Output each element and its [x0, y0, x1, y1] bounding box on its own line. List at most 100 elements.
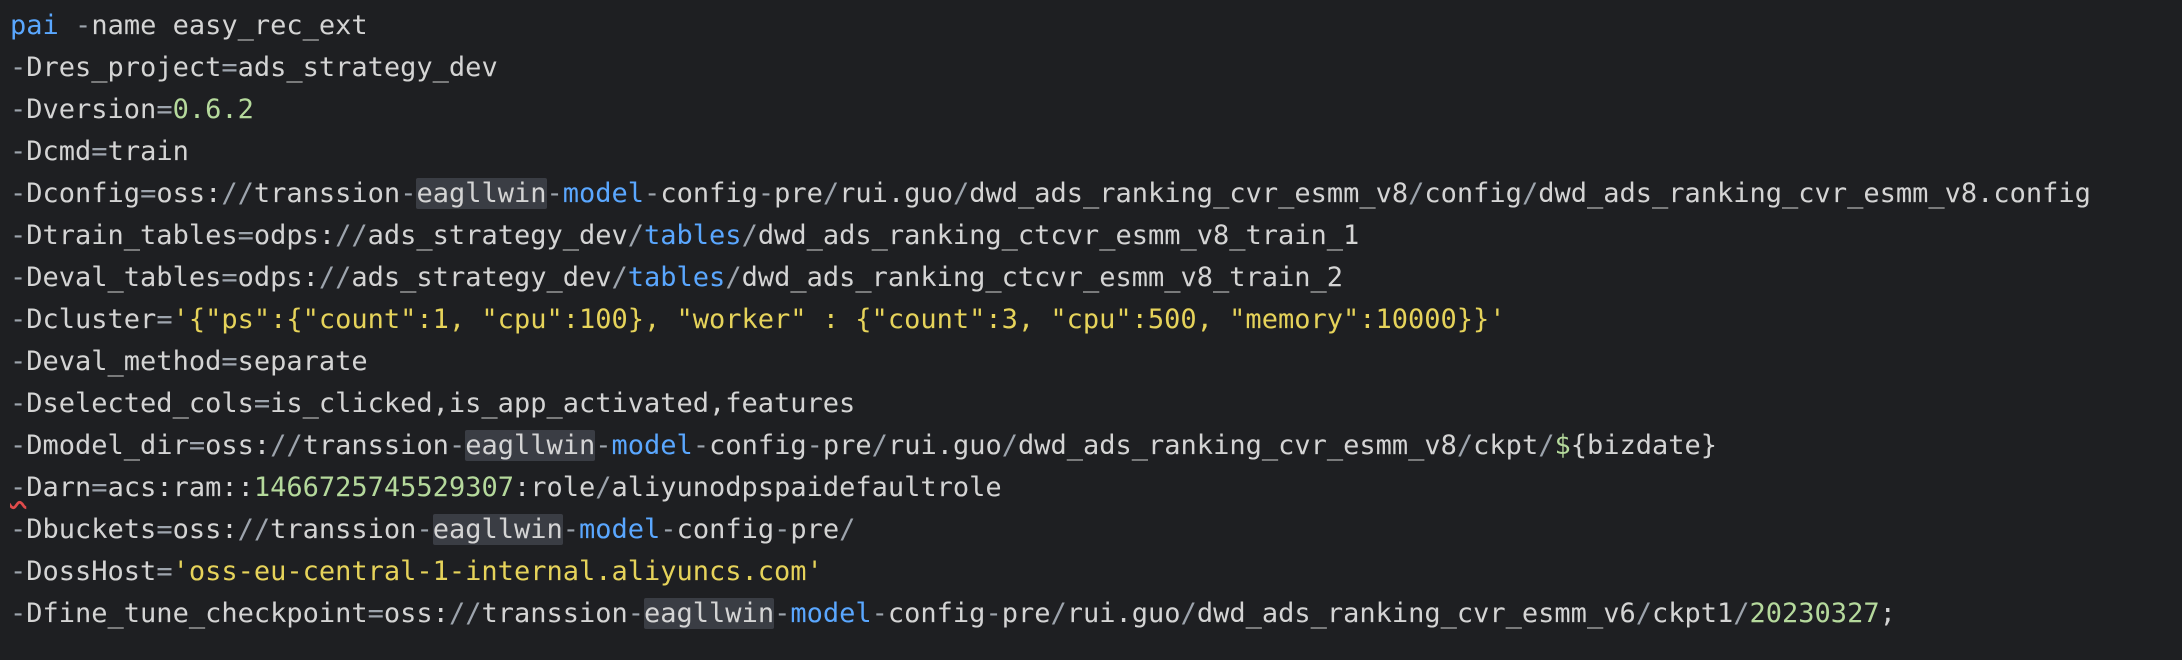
- highlighted-token: eagllwin: [465, 430, 596, 461]
- code-line[interactable]: pai -name easy_rec_ext: [0, 5, 2182, 47]
- code-token: -: [660, 514, 677, 545]
- code-token: =: [156, 94, 173, 125]
- code-line[interactable]: -Deval_method=separate: [0, 341, 2182, 383]
- code-token: /: [1001, 430, 1018, 461]
- code-token: model: [611, 430, 693, 461]
- code-line[interactable]: -Deval_tables=odps://ads_strategy_dev/ta…: [0, 257, 2182, 299]
- code-token: /: [1538, 430, 1555, 461]
- code-token: //: [318, 262, 352, 293]
- code-line[interactable]: -Dbuckets=oss://transsion-eagllwin-model…: [0, 509, 2182, 551]
- code-token: =: [237, 220, 254, 251]
- code-line[interactable]: -Dmodel_dir=oss://transsion-eagllwin-mod…: [0, 425, 2182, 467]
- code-line[interactable]: -Dres_project=ads_strategy_dev: [0, 47, 2182, 89]
- code-token: -: [10, 52, 27, 83]
- code-line[interactable]: -DossHost='oss-eu-central-1-internal.ali…: [0, 551, 2182, 593]
- code-token: dwd_ads_ranking_ctcvr_esmm_v8_train_1: [757, 220, 1360, 251]
- code-token: -: [595, 430, 612, 461]
- code-token: -: [75, 10, 92, 41]
- highlighted-token: eagllwin: [644, 598, 775, 629]
- code-token: pre: [822, 430, 872, 461]
- code-token: -: [10, 598, 27, 629]
- code-line[interactable]: -Dconfig=oss://transsion-eagllwin-model-…: [0, 173, 2182, 215]
- code-token: train: [107, 136, 189, 167]
- code-token: tables: [644, 220, 742, 251]
- code-token: -: [10, 136, 27, 167]
- code-token: dwd_ads_ranking_cvr_esmm_v6: [1196, 598, 1636, 629]
- code-token: =: [221, 262, 238, 293]
- code-token: /: [627, 220, 645, 251]
- code-token: -: [644, 178, 661, 209]
- code-token: dwd_ads_ranking_ctcvr_esmm_v8_train_2: [741, 262, 1344, 293]
- code-token: Dtrain_tables: [26, 220, 238, 251]
- code-token: -: [10, 220, 27, 251]
- code-token: -: [10, 178, 27, 209]
- code-token: dwd_ads_ranking_cvr_esmm_v8: [1018, 430, 1457, 461]
- code-token: =: [253, 388, 271, 419]
- code-token: 0.6.2: [172, 94, 254, 125]
- code-line[interactable]: -Darn=acs:ram::1466725745529307:role/ali…: [0, 467, 2182, 509]
- code-token: -: [10, 94, 27, 125]
- code-token: =: [156, 514, 173, 545]
- code-token: Dres_project: [26, 52, 222, 83]
- code-token: /: [1733, 598, 1750, 629]
- code-token: -: [985, 598, 1002, 629]
- code-token: -: [871, 598, 888, 629]
- code-token: /: [1408, 178, 1425, 209]
- code-token: 'oss-eu-central-1-internal.aliyuncs.com': [172, 556, 823, 587]
- code-token: =: [221, 346, 238, 377]
- code-token: =: [140, 178, 157, 209]
- code-token: -: [692, 430, 710, 461]
- code-token: =: [91, 136, 108, 167]
- code-line[interactable]: -Dfine_tune_checkpoint=oss://transsion-e…: [0, 593, 2182, 635]
- code-token: =: [156, 304, 173, 335]
- code-token: /: [822, 178, 840, 209]
- code-token: //: [448, 598, 482, 629]
- code-token: =: [156, 556, 173, 587]
- code-token: ;: [1879, 598, 1896, 629]
- code-token: -: [10, 388, 27, 419]
- code-token: 20230327: [1749, 598, 1880, 629]
- code-token: 1466725745529307: [253, 472, 514, 503]
- code-token: -: [10, 346, 27, 377]
- code-token: Deval_method: [26, 346, 222, 377]
- code-token: config: [660, 178, 758, 209]
- code-token: /: [1635, 598, 1652, 629]
- code-token: rui.guo: [1066, 598, 1181, 629]
- code-token: transsion: [253, 178, 401, 209]
- code-token: odps:: [253, 220, 336, 251]
- code-token: pre: [790, 514, 840, 545]
- code-line[interactable]: -Dtrain_tables=odps://ads_strategy_dev/t…: [0, 215, 2182, 257]
- code-token: $: [1554, 430, 1571, 461]
- code-token: -: [10, 514, 27, 545]
- code-token: -: [416, 514, 433, 545]
- code-token: transsion: [481, 598, 628, 629]
- code-token: config: [709, 430, 807, 461]
- code-token: -: [10, 430, 27, 461]
- code-token: pai: [10, 10, 59, 41]
- code-token: model: [562, 178, 645, 209]
- code-token: Dfine_tune_checkpoint: [26, 598, 368, 629]
- code-token: Darn: [26, 472, 92, 503]
- code-line[interactable]: -Dcluster='{"ps":{"count":1, "cpu":100},…: [0, 299, 2182, 341]
- code-token: Dcmd: [26, 136, 92, 167]
- code-token: //: [237, 514, 271, 545]
- code-line[interactable]: -Dcmd=train: [0, 131, 2182, 173]
- code-token: /: [871, 430, 888, 461]
- code-line[interactable]: -Dversion=0.6.2: [0, 89, 2182, 131]
- code-token: dwd_ads_ranking_cvr_esmm_v8.config: [1538, 178, 2091, 209]
- code-token: Dselected_cols: [26, 388, 254, 419]
- code-token: -: [546, 178, 563, 209]
- code-token: //: [221, 178, 254, 209]
- code-token: config: [1424, 178, 1522, 209]
- code-token: Dcluster: [26, 304, 157, 335]
- code-token: ckpt1: [1651, 598, 1734, 629]
- code-token: aliyunodpspaidefaultrole: [611, 472, 1002, 503]
- code-token: /: [595, 472, 612, 503]
- code-token: /: [725, 262, 742, 293]
- code-line[interactable]: -Dselected_cols=is_clicked,is_app_activa…: [0, 383, 2182, 425]
- code-token: //: [270, 430, 303, 461]
- code-token: /: [839, 514, 856, 545]
- code-token: -: [757, 178, 775, 209]
- code-token: =: [367, 598, 384, 629]
